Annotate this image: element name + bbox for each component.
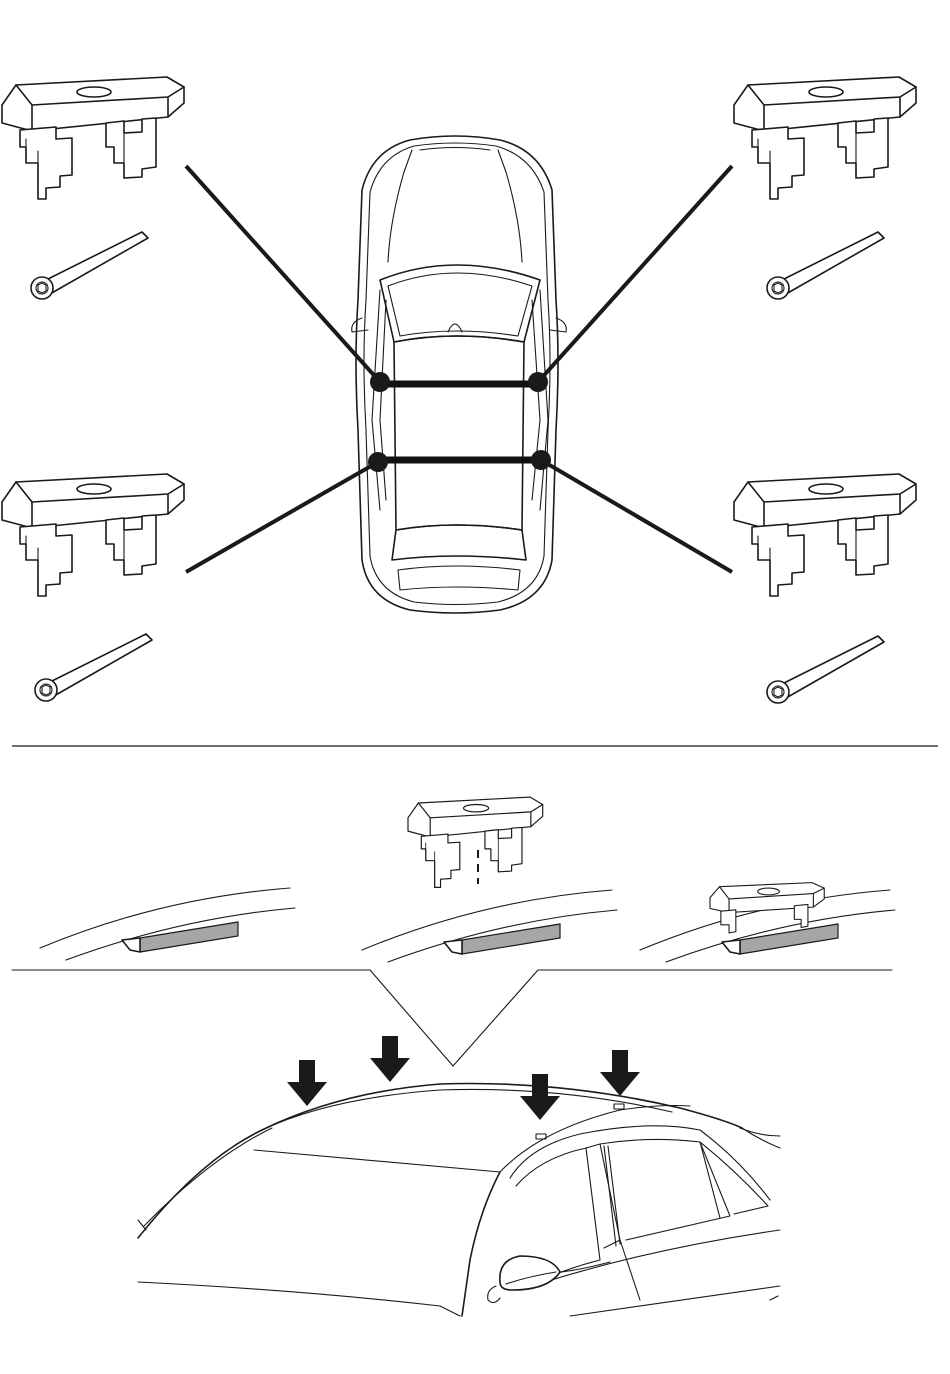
down-arrow-icon xyxy=(600,1050,640,1096)
fitting-foot-icon xyxy=(2,474,184,596)
parts-top-left xyxy=(2,77,184,299)
fitting-foot-icon xyxy=(734,474,916,596)
fitting-foot-icon xyxy=(2,77,184,199)
hex-socket-bolt-icon xyxy=(35,634,152,701)
down-arrow-icon xyxy=(370,1036,410,1082)
install-step-3 xyxy=(640,883,895,962)
leader-line-front-left xyxy=(186,166,380,382)
install-step-2 xyxy=(362,797,617,962)
parts-bottom-left xyxy=(2,474,184,701)
hex-socket-bolt-icon xyxy=(767,636,884,703)
leader-line-rear-left xyxy=(186,462,378,572)
fitting-foot-icon xyxy=(408,797,543,887)
leader-line-rear-right xyxy=(541,460,732,572)
fitting-foot-icon xyxy=(734,77,916,199)
car-roof-perspective-icon xyxy=(138,1084,780,1317)
car-top-view-icon xyxy=(352,136,567,613)
zoom-callout xyxy=(12,970,892,1066)
parts-top-right xyxy=(734,77,916,299)
parts-bottom-right xyxy=(734,474,916,703)
hex-socket-bolt-icon xyxy=(767,232,884,299)
down-arrow-icon xyxy=(520,1074,560,1120)
leader-line-front-right xyxy=(538,166,732,382)
install-step-1 xyxy=(40,888,295,960)
hex-socket-bolt-icon xyxy=(31,232,148,299)
roof-rail-with-pad-icon xyxy=(362,890,617,962)
roof-rail-with-pad-icon xyxy=(40,888,295,960)
down-arrow-icon xyxy=(287,1060,327,1106)
roof-fixing-point-mark xyxy=(614,1104,624,1109)
fitting-foot-installed-icon xyxy=(710,883,824,933)
